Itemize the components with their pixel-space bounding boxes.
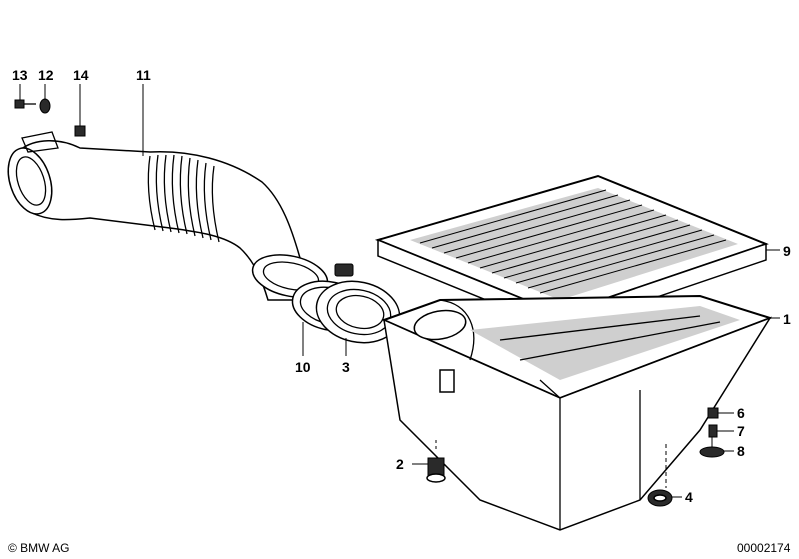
nut-14 <box>74 125 86 137</box>
air-filter-housing-1 <box>381 294 774 531</box>
bolt-13 <box>14 99 36 109</box>
rubber-mount-8 <box>699 446 725 458</box>
leader-lines <box>19 84 780 498</box>
callout-8: 8 <box>737 443 745 459</box>
bolt-6 <box>707 407 719 419</box>
callout-9: 9 <box>783 243 791 259</box>
callout-4: 4 <box>685 489 693 505</box>
grommet-4 <box>647 489 673 507</box>
callout-6: 6 <box>737 405 745 421</box>
drawing-number: 00002174 <box>737 541 791 555</box>
callout-10: 10 <box>295 359 311 375</box>
callout-13: 13 <box>12 67 28 83</box>
callout-12: 12 <box>38 67 54 83</box>
callout-2: 2 <box>396 456 404 472</box>
intake-hose <box>7 131 329 301</box>
copyright-label: © BMW AG <box>8 541 70 555</box>
drain-plug-2 <box>426 440 446 483</box>
callout-3: 3 <box>342 359 350 375</box>
spacer-7 <box>708 424 718 438</box>
callout-7: 7 <box>737 423 745 439</box>
callout-11: 11 <box>136 67 151 83</box>
callout-1: 1 <box>783 311 791 327</box>
rubber-boot-3 <box>315 280 401 344</box>
air-filter-element-9 <box>374 174 769 332</box>
washer-12 <box>39 98 51 114</box>
callout-14: 14 <box>73 67 89 83</box>
